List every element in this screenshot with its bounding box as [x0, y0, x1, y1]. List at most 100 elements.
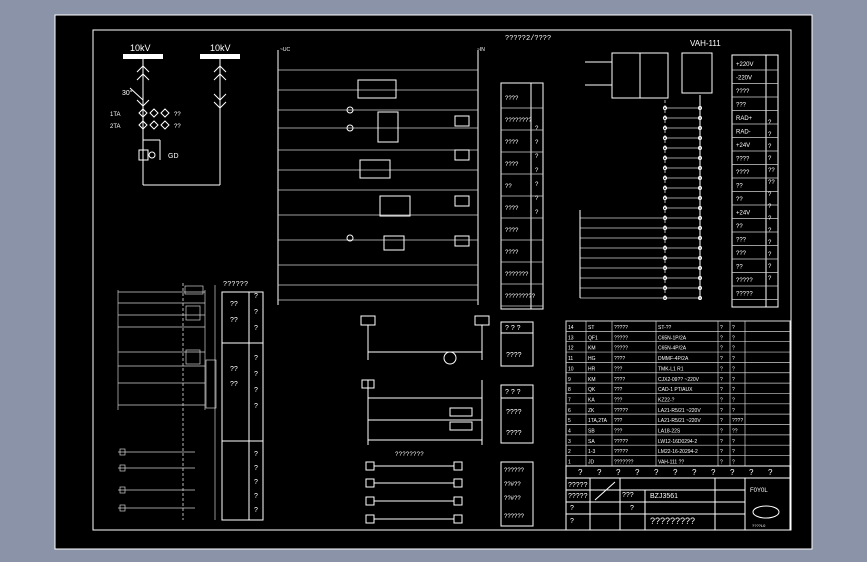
bom-header-cell: ? — [578, 468, 583, 477]
right-table-mark: ? — [768, 264, 772, 270]
bom-cell: LA18-22S — [658, 429, 681, 435]
title-cell-1: ????? — [568, 493, 588, 500]
busbar-right — [200, 54, 240, 59]
title-cell-6: ? — [570, 518, 574, 525]
small-box-3-bottom: ???? — [506, 430, 522, 437]
bom-cell: ? — [732, 439, 735, 445]
bom-cell: LA21-R5/21 ~220V — [658, 418, 701, 424]
bom-cell: ? — [720, 439, 723, 445]
mid-table-row: ????????? — [505, 294, 536, 300]
title-block: ????? ????? ??? BZJ3561 ? ? ? ????????? … — [565, 477, 791, 531]
bom-cell: 12 — [568, 346, 574, 352]
ground-label: GD — [168, 153, 179, 160]
right-table-row: +24V — [736, 143, 750, 149]
mid-table-mark: ? — [535, 126, 539, 132]
drawing-name: ????????? — [650, 516, 695, 526]
bom-cell: ??????? — [614, 460, 634, 466]
mid-table-mark: ? — [535, 196, 539, 202]
bom-cell: ? — [732, 460, 735, 466]
lower-left-title: ?????? — [223, 281, 248, 289]
bom-cell: ?? — [732, 429, 738, 435]
mid-table-row: ???? — [505, 96, 519, 102]
bom-header-cell: ? — [749, 468, 754, 477]
bom-cell: ? — [720, 408, 723, 414]
bom-cell: ? — [732, 325, 735, 331]
bom-cell: QK — [588, 387, 596, 393]
bom-cell: ? — [732, 408, 735, 414]
vah-relay-block: VAH-111 +220V-220V???????RAD+RAD-+24V???… — [579, 39, 779, 308]
bom-cell: ? — [720, 335, 723, 341]
bom-cell: ST-?? — [658, 325, 672, 331]
bom-cell: DMMF-4P/2A — [658, 356, 689, 362]
bom-cell: ? — [720, 429, 723, 435]
right-table-row: ?? — [736, 184, 743, 190]
bottom-box-2: ??#?? — [504, 482, 521, 488]
bom-cell: 4 — [568, 429, 571, 435]
right-table-row: +220V — [736, 62, 754, 68]
lower-mid-mark-9: ? — [254, 479, 258, 486]
right-table-row: RAD- — [736, 130, 751, 136]
bom-header-cell: ? — [635, 468, 640, 477]
lower-mid-mark-7: ? — [254, 451, 258, 458]
right-table-row: ????? — [736, 292, 753, 298]
bom-cell: ????? — [614, 325, 628, 331]
bom-cell: SB — [588, 429, 595, 435]
right-table-mark: ? — [768, 252, 772, 258]
ct-1ta-label: 1TA — [110, 112, 121, 118]
bom-cell: HR — [588, 366, 596, 372]
right-table-mark: ? — [768, 276, 772, 282]
bom-cell: KZ22-? — [658, 397, 675, 403]
bom-cell: 5 — [568, 418, 571, 424]
small-box-2-top: ? ? ? — [505, 389, 521, 396]
bom-cell: ? — [732, 346, 735, 352]
bom-cell: ???? — [614, 356, 625, 362]
right-table-mark: ? — [768, 216, 772, 222]
bom-header-cell: ? — [673, 468, 678, 477]
mid-table-row: ?? — [505, 184, 512, 190]
mid-table-mark: ? — [535, 154, 539, 160]
bom-cell: 2 — [568, 449, 571, 455]
small-box-1-top: ? ? ? — [505, 325, 521, 332]
mid-table-row: ???? — [505, 140, 519, 146]
bottom-caption: ???????? — [395, 451, 424, 458]
bom-cell: KA — [588, 397, 595, 403]
bom-cell: ? — [720, 346, 723, 352]
bom-cell: 1-3 — [588, 449, 595, 455]
mid-table-mark: ? — [535, 210, 539, 216]
bom-cell: LW12-16D0294-2 — [658, 439, 697, 445]
title-small-text: ????L0 — [752, 523, 766, 528]
lower-mid-mark-8: ? — [254, 465, 258, 472]
bom-cell: ? — [732, 387, 735, 393]
bom-cell: ? — [720, 387, 723, 393]
bom-cell: JD — [588, 460, 595, 466]
control-circuit: ~UC ~IN ????????????????????????????????… — [277, 47, 544, 310]
right-legend-table: +220V-220V???????RAD+RAD-+24V???????????… — [732, 62, 778, 300]
mid-table-row: ???? — [505, 250, 519, 256]
bom-cell: ???? — [732, 418, 743, 424]
drawing-top-title: ?????2/???? — [505, 35, 551, 43]
ct-label-q1: ?? — [174, 112, 181, 118]
ct-2ta-label: 2TA — [110, 124, 121, 130]
bom-cell: ? — [732, 356, 735, 362]
bom-cell: ??? — [614, 387, 623, 393]
lower-mid-mark-11: ? — [254, 507, 258, 514]
mid-table-row: ???? — [505, 162, 519, 168]
bom-cell: ? — [732, 335, 735, 341]
lower-mid-mark-2: ? — [254, 325, 258, 332]
bom-cell: ? — [720, 356, 723, 362]
power-label-uc: ~UC — [280, 47, 291, 53]
bom-cell: QF1 — [588, 335, 598, 341]
bom-cell: ? — [732, 449, 735, 455]
mid-table-mark: ? — [535, 140, 539, 146]
lower-mid-label-2: ?? — [230, 317, 238, 324]
bom-cell: 1TA,2TA — [588, 418, 608, 424]
bom-cell: ??? — [614, 366, 623, 372]
mid-table-row: ???? — [505, 228, 519, 234]
bom-cell: ST — [588, 325, 594, 331]
primary-circuit: 10kV 10kV 30° 1TA 2TA ?? ?? GD — [110, 43, 240, 186]
power-label-in: ~IN — [477, 47, 485, 53]
bom-cell: CJX2-09?? ~220V — [658, 377, 700, 383]
mid-table-row: ???? — [505, 206, 519, 212]
bottom-box-4: ?????? — [504, 514, 525, 520]
